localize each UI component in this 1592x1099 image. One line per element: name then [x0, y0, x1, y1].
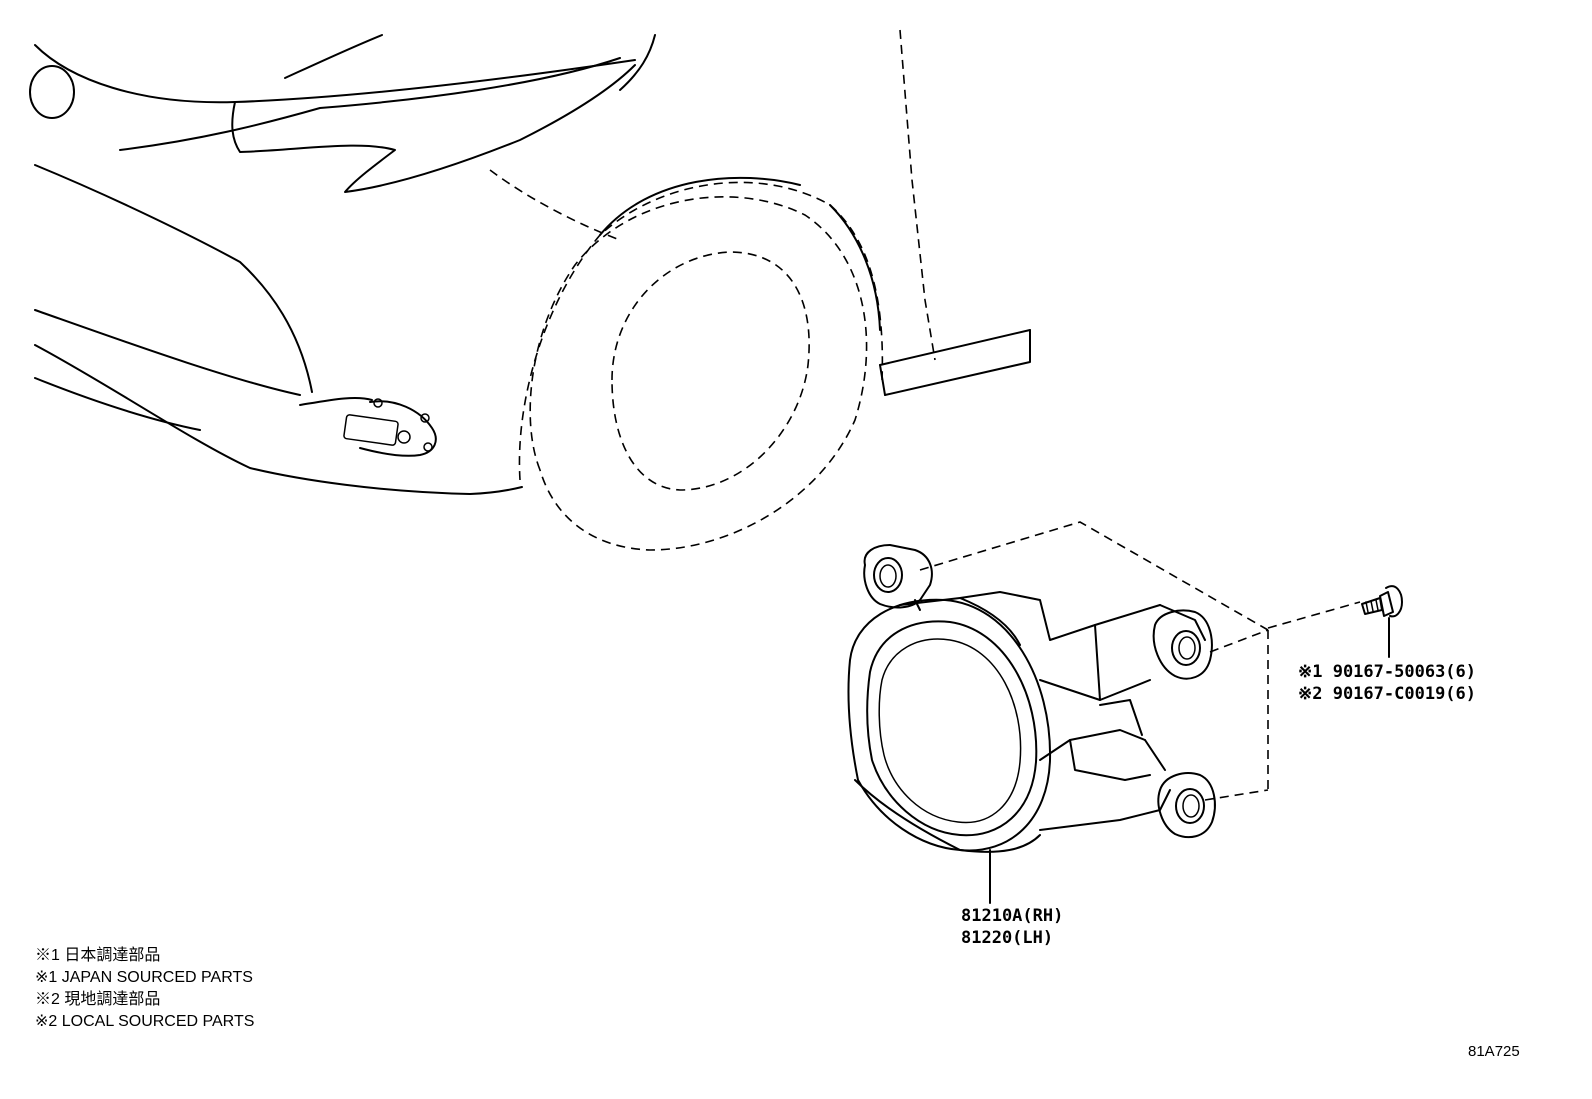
legend-line-2: ※1 JAPAN SOURCED PARTS [35, 969, 253, 986]
screw-part-number-2: ※2 90167-C0019(6) [1298, 684, 1477, 704]
screw-icon [1361, 585, 1403, 618]
fog-lamp-part-number-lh: 81220(LH) [961, 928, 1054, 948]
fog-lamp-assembly-icon [847, 521, 1361, 853]
figure-id: 81A725 [1468, 1043, 1520, 1060]
legend-line-1: ※1 日本調達部品 [35, 947, 161, 964]
legend-line-3: ※2 現地調達部品 [35, 991, 161, 1008]
car-body-outline-icon [29, 29, 1031, 551]
fog-lamp-part-number-rh: 81210A(RH) [961, 906, 1064, 926]
legend-line-4: ※2 LOCAL SOURCED PARTS [35, 1013, 255, 1030]
screw-part-number-1: ※1 90167-50063(6) [1298, 662, 1477, 682]
